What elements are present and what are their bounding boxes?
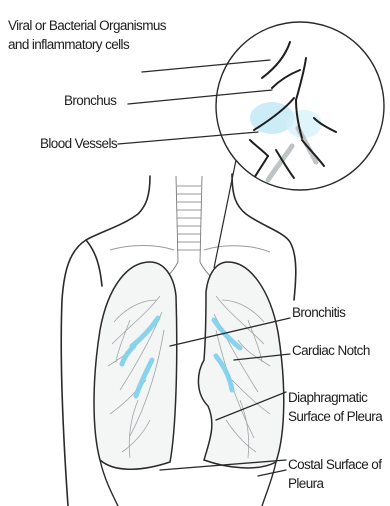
label-blood-vessels: Blood Vessels [40,135,117,152]
label-bronchitis: Bronchitis [292,304,345,321]
magnified-airway-inset [214,22,384,268]
label-cardiac-notch: Cardiac Notch [292,342,370,359]
label-diaphragmatic-surface: Diaphragmatic Surface of Pleura [288,388,388,426]
left-lung [94,262,177,469]
label-bronchus: Bronchus [64,92,116,109]
right-lung [198,262,283,468]
collarbones [110,246,270,253]
label-viral-bacterial-organisms: Viral or Bacterial Organismus and inflam… [8,16,178,54]
label-costal-surface: Costal Surface of Pleura [288,455,388,493]
